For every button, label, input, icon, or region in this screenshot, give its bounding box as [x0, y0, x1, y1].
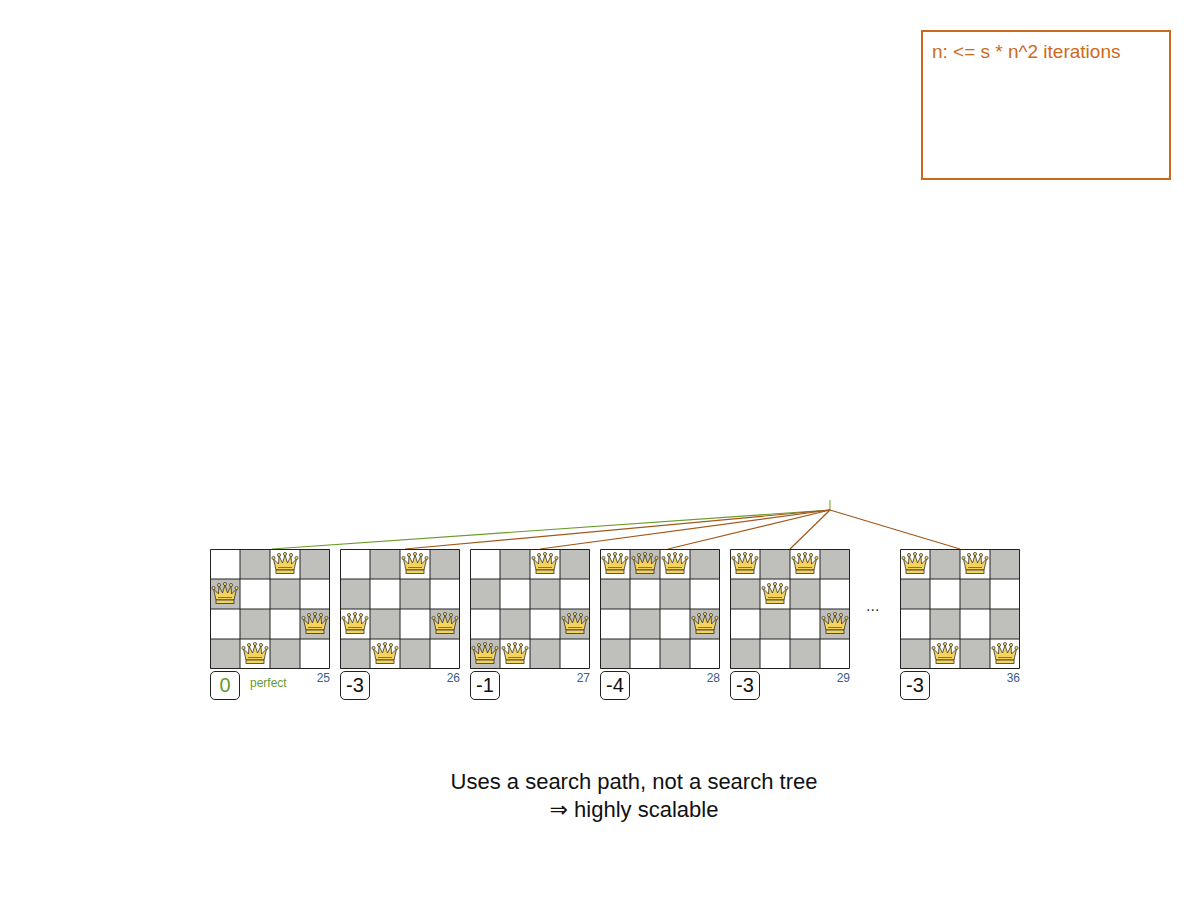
score-value: -3 — [906, 674, 924, 697]
note-box: n: <= s * n^2 iterations — [921, 30, 1171, 180]
score-value: -4 — [606, 674, 624, 697]
perfect-note: perfect — [250, 676, 287, 690]
score-value: -3 — [346, 674, 364, 697]
board-number: 28 — [707, 671, 720, 685]
score-box: -3 — [340, 671, 370, 700]
note-text: n: <= s * n^2 iterations — [932, 41, 1120, 63]
score-value: -3 — [736, 674, 754, 697]
score-value: 0 — [219, 674, 230, 697]
board-number: 29 — [837, 671, 850, 685]
score-value: -1 — [476, 674, 494, 697]
score-box: -1 — [470, 671, 500, 700]
board-number: 25 — [317, 671, 330, 685]
board-number: 36 — [1007, 671, 1020, 685]
score-box: -3 — [730, 671, 760, 700]
caption: Uses a search path, not a search tree ⇒ … — [444, 768, 824, 824]
board-number: 26 — [447, 671, 460, 685]
board-number: 27 — [577, 671, 590, 685]
score-box: -3 — [900, 671, 930, 700]
score-box: 0 — [210, 671, 240, 700]
score-box: -4 — [600, 671, 630, 700]
ellipsis: ... — [866, 597, 879, 615]
